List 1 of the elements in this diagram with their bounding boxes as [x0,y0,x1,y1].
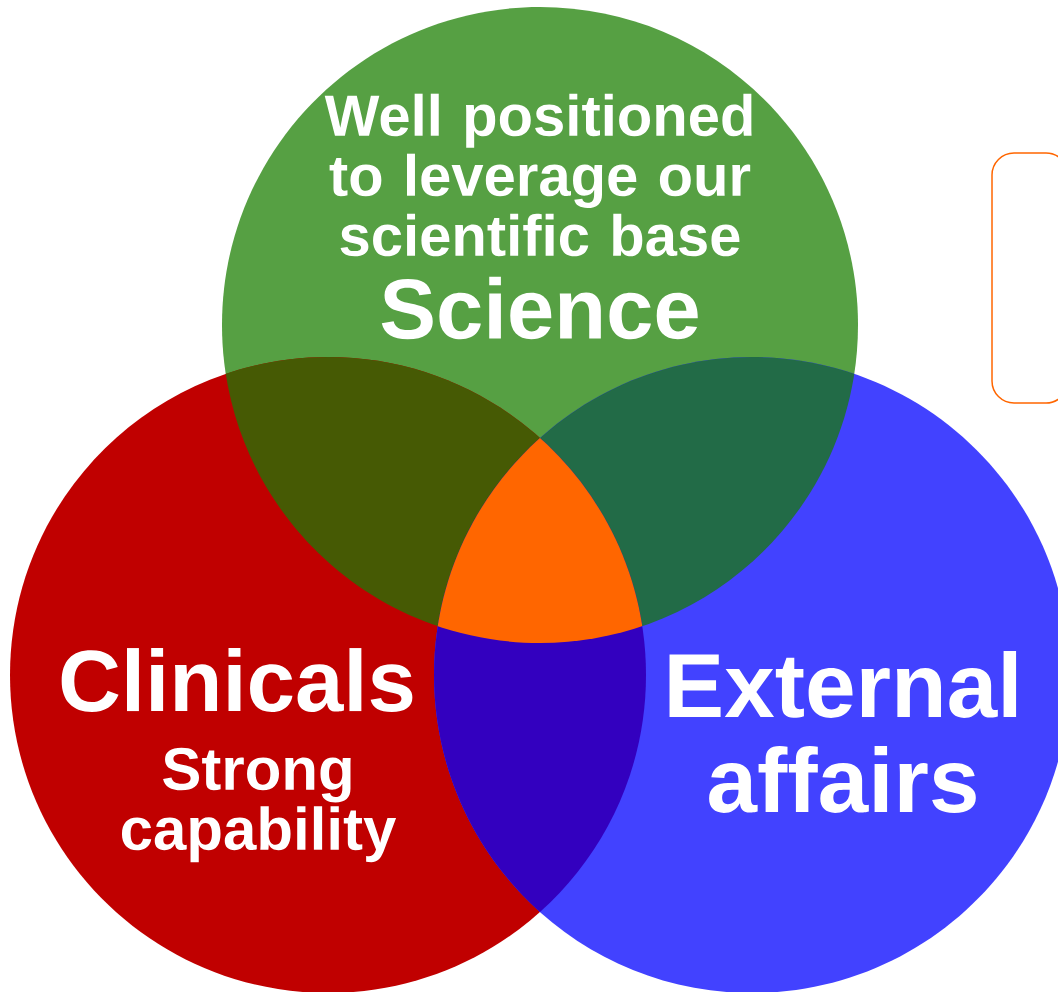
rounded-box [991,152,1058,404]
